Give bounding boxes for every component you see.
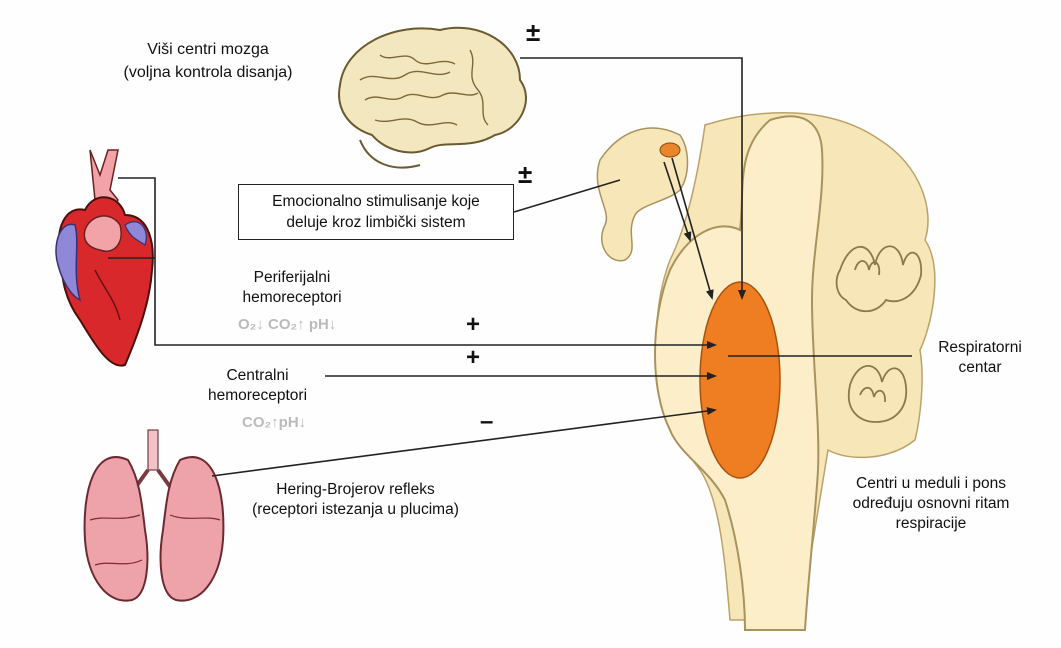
peripheral-sign: +	[466, 313, 480, 337]
hypothalamus-spot	[660, 143, 680, 157]
emotional-sign: ±	[518, 162, 532, 186]
peripheral-formula: O₂↓ CO₂↑ pH↓	[238, 316, 336, 333]
central-chemoreceptors-label: Centralni hemoreceptori	[190, 366, 325, 406]
higher-centers-sign: ±	[526, 20, 540, 44]
hering-breuer-sign: –	[480, 410, 493, 434]
respiratory-center-shape	[700, 282, 780, 478]
medulla-pons-label: Centri u meduli i pons određuju osnovni …	[836, 474, 1026, 534]
peripheral-chemoreceptors-label: Periferijalni hemoreceptori	[242, 268, 342, 308]
respiratory-center-label: Respiratorni centar	[925, 338, 1035, 378]
brainstem-illustration	[597, 113, 935, 630]
lungs-illustration	[85, 430, 224, 601]
emotional-stimulation-label: Emocionalno stimulisanje koje deluje kro…	[239, 191, 513, 233]
hering-breuer-label: Hering-Brojerov refleks (receptori istez…	[228, 480, 483, 520]
higher-centers-label: Viši centri mozga (voljna kontrola disan…	[98, 38, 318, 84]
brain-illustration	[339, 28, 526, 168]
central-sign: +	[466, 346, 480, 370]
central-formula: CO₂↑pH↓	[242, 414, 306, 431]
emotional-stimulation-box: Emocionalno stimulisanje koje deluje kro…	[238, 184, 514, 240]
